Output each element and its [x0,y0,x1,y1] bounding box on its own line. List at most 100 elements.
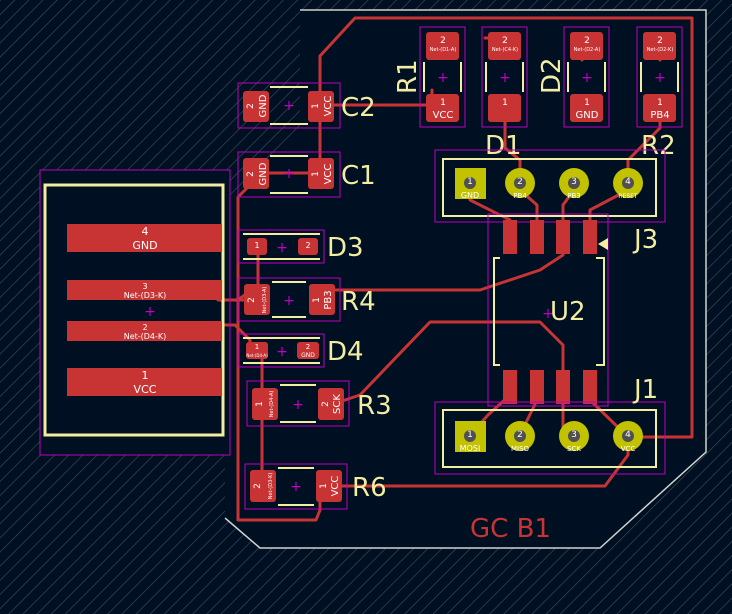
connector-pad-2-net: Net-(D4-K) [124,332,167,341]
r3-footprint[interactable]: 1 Net-(D4-A) 2 SCK + R3 [246,380,392,427]
r6-pad-1-net: VCC [330,476,341,497]
d1-anchor-marker: + [499,70,511,86]
d1-reference-label: D1 [485,131,522,161]
d1-footprint[interactable]: 2 Net-(C4-K) 1 + D1 [481,26,528,161]
u2-pad-5[interactable] [583,370,597,404]
j3-pin-2-hole [514,177,526,189]
connector-silkscreen [43,183,225,437]
u2-pad-6[interactable] [556,370,570,404]
r4-pad-2[interactable] [244,284,270,315]
j3-pin-4-hole [622,177,634,189]
d4-footprint[interactable]: 1 Net-(D4-A) 2 GND + D4 [237,333,364,368]
j1-pin-1-net: MOSI [460,444,481,453]
d3-anchor-marker: + [276,240,288,256]
d2-pad-1-number: 1 [584,98,590,108]
d2-footprint[interactable]: 2 Net-(D2-A) 1 GND + D2 [537,26,610,128]
c2-pad-2[interactable] [243,91,269,122]
u2-pad-7[interactable] [530,370,544,404]
r2-pad-1-net: PB4 [650,110,669,121]
r6-pad-1[interactable] [316,470,342,502]
d2-pad-2[interactable] [570,32,603,60]
connector-pad-4-net: GND [132,239,157,252]
j1-courtyard [434,401,666,475]
r3-pad-1[interactable] [252,388,278,420]
c1-pad-2[interactable] [243,158,269,189]
j1-footprint[interactable]: 1 MOSI 2 MISO 3 SCK 4 VCC J1 [434,375,666,475]
d3-pad-2-number: 2 [305,241,310,250]
u2-pad-8[interactable] [503,370,517,404]
d4-courtyard [237,333,325,368]
d3-pad-2[interactable] [298,238,318,255]
d2-pad-1[interactable] [570,94,603,122]
d1-pad-2[interactable] [488,32,521,60]
d1-pad-1[interactable] [488,94,521,122]
r1-pad-2[interactable] [426,32,459,60]
r6-footprint[interactable]: 2 Net-(D3-K) 1 VCC + R6 [244,463,387,510]
board-edge-cuts [224,9,707,549]
j1-pin-4-net: VCC [621,445,636,453]
connector-pad-1-net: VCC [134,383,157,396]
r6-courtyard [244,463,348,510]
d3-footprint[interactable]: 1 2 + D3 [237,229,364,264]
c1-pad-2-number: 2 [246,171,256,177]
d2-reference-label: D2 [537,57,567,94]
d2-pad-2-net: Net-(D2-A) [574,47,601,53]
u2-pad-4[interactable] [583,220,597,254]
r2-footprint[interactable]: 2 Net-(D2-K) 1 PB4 + R2 [636,26,683,161]
d4-pad-1[interactable] [246,342,268,359]
connector-pad-2-number: 2 [142,323,147,332]
r1-footprint[interactable]: 2 Net-(D1-A) 1 VCC + R1 [393,26,466,128]
d3-reference-label: D3 [327,233,364,263]
j3-footprint[interactable]: 1 GND 2 PB4 3 PB3 4 RESET J3 [434,149,666,255]
connector-pad-4[interactable] [67,224,222,252]
c1-pad-1-number: 1 [311,171,321,177]
c1-reference-label: C1 [341,161,376,191]
connector-footprint[interactable]: 4 GND 3 Net-(D3-K) 2 Net-(D4-K) 1 VCC + [39,169,231,456]
d1-pad-2-number: 2 [502,36,508,46]
connector-anchor-marker: + [144,304,156,320]
u2-footprint[interactable]: + U2 [487,213,609,407]
c2-pad-1-net: VCC [323,96,334,117]
r2-pad-1-number: 1 [657,98,663,108]
connector-pad-1[interactable] [67,368,222,396]
connector-pad-2[interactable] [67,321,222,341]
r1-reference-label: R1 [393,59,423,94]
j3-pin-2-net: PB4 [513,192,527,200]
r6-pad-1-number: 1 [319,483,329,489]
j1-pin-4-hole [622,430,634,442]
u2-pad-2[interactable] [530,220,544,254]
c2-anchor-marker: + [283,98,295,114]
r1-courtyard [419,26,466,128]
connector-pad-3[interactable] [67,280,222,300]
j3-courtyard [434,149,666,223]
c1-footprint[interactable]: 2 GND 1 VCC + C1 [237,151,376,198]
r2-pad-1[interactable] [643,94,676,122]
d4-pad-2[interactable] [297,342,319,359]
u2-pad-3[interactable] [556,220,570,254]
r4-pad-2-number: 2 [247,297,257,303]
c2-footprint[interactable]: 2 GND 1 VCC + C2 [237,82,376,129]
u2-pad-1[interactable] [503,220,517,254]
r3-pad-2[interactable] [318,388,344,420]
r2-anchor-marker: + [654,70,666,86]
c2-pad-1[interactable] [308,91,334,122]
u2-silk-left [493,257,500,366]
r4-pad-1[interactable] [309,284,335,315]
r4-footprint[interactable]: 2 Net-(D3-A) 1 PB3 + R4 [237,277,376,322]
c2-courtyard [237,82,341,129]
j1-pin-2-net: MISO [511,445,530,453]
j3-pin-3-hole [568,177,580,189]
c1-pad-1[interactable] [308,158,334,189]
d4-reference-label: D4 [327,337,364,367]
connector-courtyard [39,169,231,456]
d3-pad-1[interactable] [247,238,267,255]
board-fill [225,10,706,548]
r2-pad-2[interactable] [643,32,676,60]
r6-pad-2[interactable] [250,470,276,502]
r2-pad-2-net: Net-(D2-K) [647,47,674,53]
r6-pad-2-number: 2 [253,483,263,489]
r1-pad-1[interactable] [426,94,459,122]
d2-pad-1-net: GND [576,110,599,121]
